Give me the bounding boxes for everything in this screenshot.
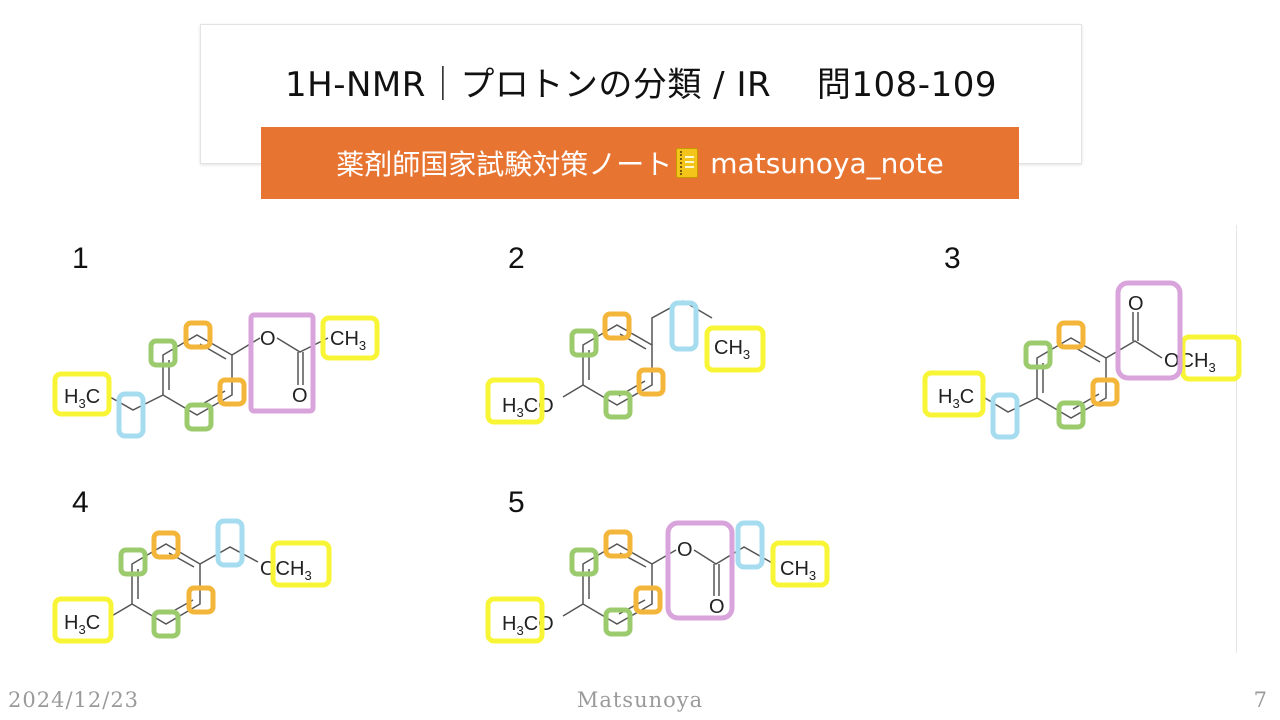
ester-highlight xyxy=(248,312,316,414)
aromatic-h-highlight xyxy=(148,338,178,368)
carbonyl-oxygen: O xyxy=(1128,293,1144,315)
methyl-highlight xyxy=(485,377,545,425)
structures-diagram: .b { stroke:#555; stroke-width:1.5; fill… xyxy=(52,242,1242,644)
right-group: OCH3 xyxy=(260,558,312,583)
methyl-highlight xyxy=(922,370,986,418)
right-group: CH3 xyxy=(714,337,750,362)
structure-number: 5 xyxy=(508,486,525,519)
aromatic-h-highlight xyxy=(636,367,666,397)
structure-number: 2 xyxy=(508,242,525,275)
carbonyl-oxygen: O xyxy=(292,385,308,407)
banner-text: 薬剤師国家試験対策ノート xyxy=(336,148,673,181)
aromatic-h-highlight xyxy=(1023,340,1053,370)
carbonyl-oxygen: O xyxy=(709,596,725,618)
aromatic-h-highlight xyxy=(569,328,599,358)
structure-3: 3 O H3C OCH3 xyxy=(922,242,1242,440)
methyl-highlight xyxy=(52,371,112,417)
structure-2: 2 H3CO CH3 xyxy=(485,242,766,425)
aromatic-h-highlight xyxy=(602,311,632,341)
structure-5: 5 O O H3CO CH3 xyxy=(485,486,830,644)
structure-1: 1 O O H3C CH3 xyxy=(52,242,380,439)
aromatic-h-highlight xyxy=(1056,400,1086,430)
left-group: H3C xyxy=(64,386,100,411)
slide-title: 1H-NMR｜プロトンの分類 / IR 問108-109 xyxy=(285,65,997,105)
methyl-highlight xyxy=(52,596,114,644)
structure-number: 4 xyxy=(72,486,89,519)
aromatic-h-highlight xyxy=(118,547,148,577)
footer-author: Matsunoya xyxy=(576,688,704,712)
structure-4: 4 OCH3 H3C xyxy=(52,486,332,644)
aromatic-h-highlight xyxy=(603,607,633,637)
ring-oxygen: O xyxy=(677,539,693,561)
ring-oxygen: O xyxy=(260,328,276,350)
methyl-highlight xyxy=(1180,334,1242,382)
aromatic-h-highlight xyxy=(186,585,216,615)
methyl-highlight xyxy=(770,540,830,588)
structure-number: 3 xyxy=(944,242,961,275)
aromatic-h-highlight xyxy=(151,530,181,560)
aromatic-h-highlight xyxy=(217,377,247,407)
left-group: H3C xyxy=(64,612,100,637)
aromatic-h-highlight xyxy=(603,390,633,420)
aromatic-h-highlight xyxy=(633,585,663,615)
ester-highlight xyxy=(1115,280,1183,381)
structure-number: 1 xyxy=(72,242,89,275)
aromatic-h-highlight xyxy=(183,320,213,350)
methylene-highlight xyxy=(215,518,245,568)
right-group: CH3 xyxy=(330,328,366,353)
aromatic-h-highlight xyxy=(1056,320,1086,350)
left-group: H3CO xyxy=(502,613,554,638)
aromatic-h-highlight xyxy=(184,402,214,432)
methyl-highlight xyxy=(704,325,766,373)
footer-date: 2024/12/23 xyxy=(8,688,140,712)
divider-line xyxy=(1236,225,1237,653)
aromatic-h-highlight xyxy=(1090,377,1120,407)
methyl-highlight xyxy=(270,540,332,588)
left-group: H3C xyxy=(938,386,974,411)
banner-handle: matsunoya_note xyxy=(710,146,944,180)
methyl-highlight xyxy=(485,596,545,644)
methylene-highlight xyxy=(735,520,765,570)
right-group: OCH3 xyxy=(1164,350,1216,375)
methyl-highlight xyxy=(320,315,380,361)
notebook-icon xyxy=(676,148,699,178)
aromatic-h-highlight xyxy=(603,529,633,559)
methylene-highlight xyxy=(990,392,1020,440)
ester-highlight xyxy=(665,520,735,621)
right-group: CH3 xyxy=(780,558,816,583)
aromatic-h-highlight xyxy=(151,609,181,639)
methylene-highlight xyxy=(116,391,146,439)
left-group: H3CO xyxy=(502,395,554,420)
aromatic-h-highlight xyxy=(569,547,599,577)
footer-page-number: 7 xyxy=(1253,688,1268,712)
methylene-highlight xyxy=(669,300,699,352)
banner: 薬剤師国家試験対策ノート matsunoya_note xyxy=(261,127,1019,199)
